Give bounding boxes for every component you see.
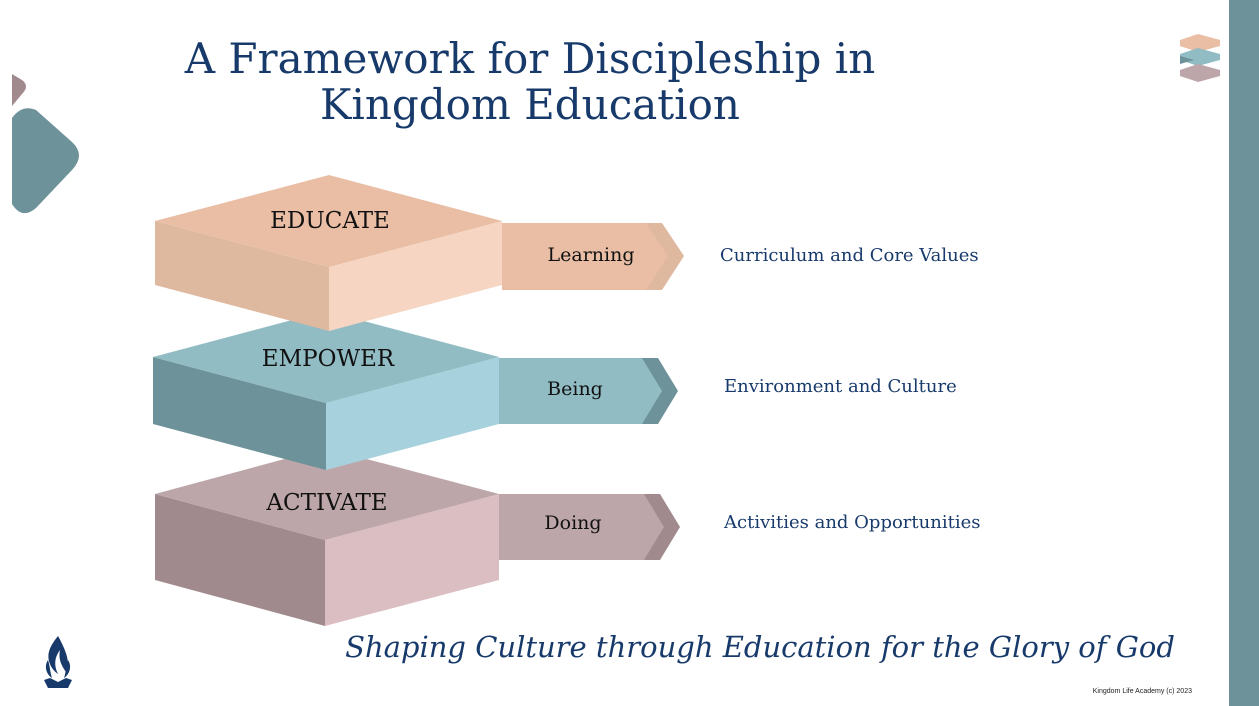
arrow-label-doing: Doing [544,512,602,534]
arrow-label-learning: Learning [547,244,635,266]
slide-title: A Framework for Discipleship in Kingdom … [150,36,910,128]
title-line-1: A Framework for Discipleship in [184,34,876,83]
flame-logo-icon [44,636,72,688]
educate-block [155,175,502,331]
arrow-label-being: Being [547,378,603,400]
title-line-2: Kingdom Education [320,80,740,129]
description-educate: Curriculum and Core Values [720,245,979,266]
activate-block [155,448,499,626]
educate-arrow [502,223,684,290]
right-accent-bar [1229,0,1259,706]
layer-label-educate: EDUCATE [270,208,390,234]
chevron-decoration-icon [12,74,79,214]
stacked-layers-icon [1180,34,1220,82]
slide-tagline: Shaping Culture through Education for th… [345,630,1175,664]
copyright-notice: Kingdom Life Academy (c) 2023 [1092,688,1192,695]
description-empower: Environment and Culture [724,376,957,397]
layer-label-activate: ACTIVATE [266,490,388,516]
empower-block [153,311,499,470]
description-activate: Activities and Opportunities [724,512,981,533]
activate-arrow [499,494,680,560]
empower-arrow [499,358,678,424]
layer-label-empower: EMPOWER [261,346,395,372]
